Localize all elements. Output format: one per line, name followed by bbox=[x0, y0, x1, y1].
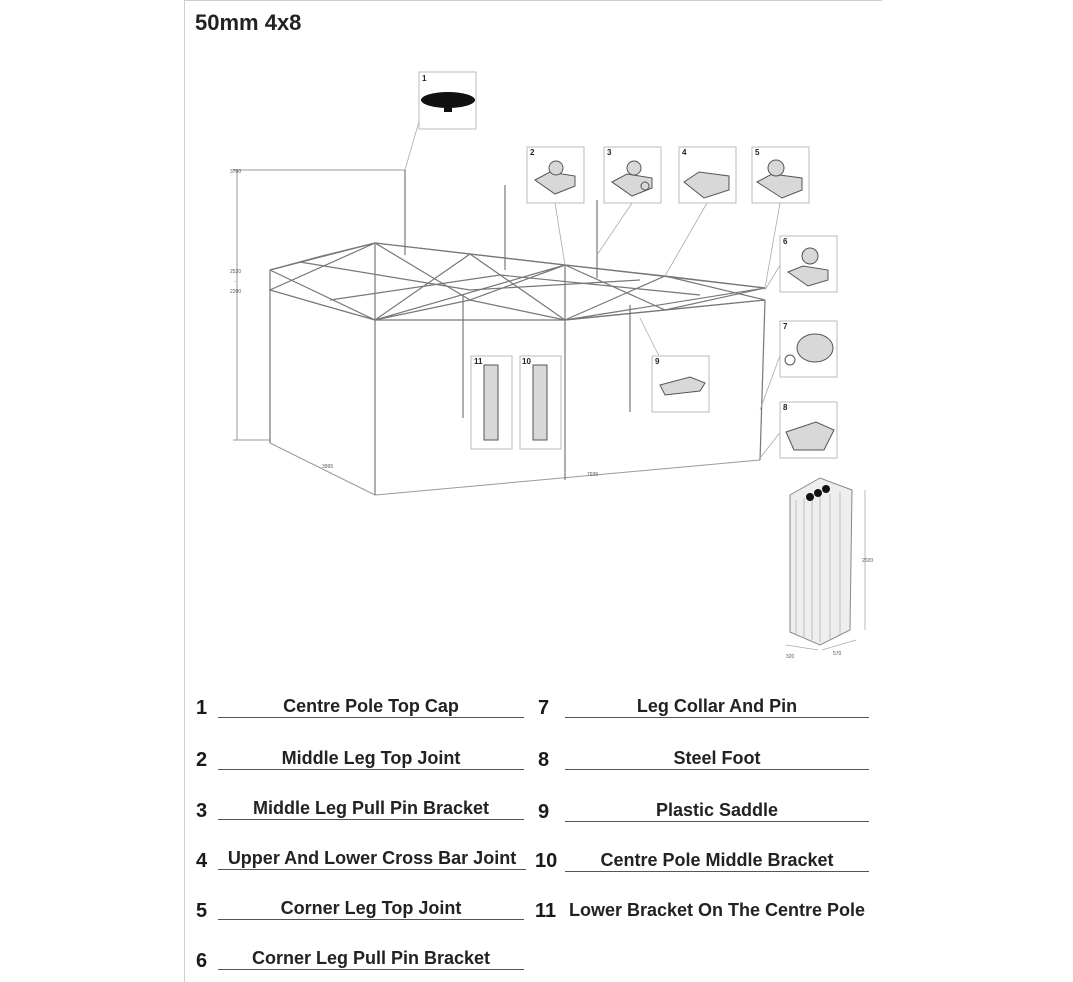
legend-number: 8 bbox=[538, 749, 550, 771]
legend-number: 4 bbox=[196, 850, 208, 872]
callout-2: 2 bbox=[530, 148, 535, 157]
callout-10: 10 bbox=[522, 357, 531, 366]
dim-length: 7935 bbox=[587, 472, 598, 478]
plastic-saddle-icon bbox=[659, 376, 706, 396]
callout-11: 11 bbox=[474, 357, 483, 366]
callout-5: 5 bbox=[755, 148, 760, 157]
dim-height-top: 2520 bbox=[230, 269, 241, 275]
legend-number: 6 bbox=[196, 950, 208, 972]
corner-joint-icon bbox=[756, 173, 803, 199]
part-icons bbox=[421, 92, 835, 451]
dim-height-bottom: 2200 bbox=[230, 289, 241, 295]
legend-label: Centre Pole Top Cap bbox=[218, 696, 524, 718]
legend-number: 7 bbox=[538, 697, 550, 719]
cross-bar-joint-icon bbox=[683, 171, 730, 199]
legend-number: 1 bbox=[196, 697, 208, 719]
pull-pin-bracket-icon bbox=[611, 173, 653, 197]
callout-7: 7 bbox=[783, 322, 788, 331]
callout-9: 9 bbox=[655, 357, 660, 366]
legend-label: Plastic Saddle bbox=[565, 800, 869, 822]
packed-frame bbox=[785, 477, 866, 651]
legend-label: Centre Pole Middle Bracket bbox=[565, 850, 869, 872]
legend-number: 3 bbox=[196, 800, 208, 822]
callout-4: 4 bbox=[682, 148, 687, 157]
callout-1: 1 bbox=[422, 74, 427, 83]
dim-packed-depth: 320 bbox=[786, 654, 795, 660]
lower-bracket-icon bbox=[483, 364, 499, 441]
callout-8: 8 bbox=[783, 403, 788, 412]
legend-number: 9 bbox=[538, 801, 550, 823]
legend-number: 2 bbox=[196, 749, 208, 771]
top-cap-icon bbox=[421, 92, 475, 108]
dim-depth: 3995 bbox=[322, 464, 333, 470]
leg-collar-icon bbox=[796, 333, 834, 363]
legend-label: Middle Leg Top Joint bbox=[218, 748, 524, 770]
callout-6: 6 bbox=[783, 237, 788, 246]
legend-number: 11 bbox=[535, 900, 557, 922]
dim-height-total: 3700 bbox=[230, 169, 241, 175]
page-title: 50mm 4x8 bbox=[195, 10, 302, 35]
legend-label: Corner Leg Pull Pin Bracket bbox=[218, 948, 524, 970]
legend-number: 10 bbox=[535, 850, 558, 872]
frame-diagram: 1 2 3 4 5 6 7 8 9 10 11 3700 2520 - 2 bbox=[230, 71, 873, 660]
legend-label: Lower Bracket On The Centre Pole bbox=[568, 900, 866, 920]
steel-foot-icon bbox=[785, 421, 835, 451]
legend-label: Corner Leg Top Joint bbox=[218, 898, 524, 920]
legend-label: Upper And Lower Cross Bar Joint bbox=[218, 848, 526, 870]
canopy-frame bbox=[268, 170, 766, 495]
dim-packed-height: 2020 bbox=[862, 558, 873, 564]
legend-label: Leg Collar And Pin bbox=[565, 696, 869, 718]
legend-label: Middle Leg Pull Pin Bracket bbox=[218, 798, 524, 820]
legend-label: Steel Foot bbox=[565, 748, 869, 770]
legend-number: 5 bbox=[196, 900, 208, 922]
dim-packed-width: 570 bbox=[833, 651, 842, 657]
dim-height-sep: - bbox=[234, 279, 236, 285]
corner-pull-pin-icon bbox=[786, 265, 829, 287]
middle-joint-icon bbox=[534, 171, 576, 195]
middle-bracket-icon bbox=[532, 364, 548, 441]
callout-3: 3 bbox=[607, 148, 612, 157]
